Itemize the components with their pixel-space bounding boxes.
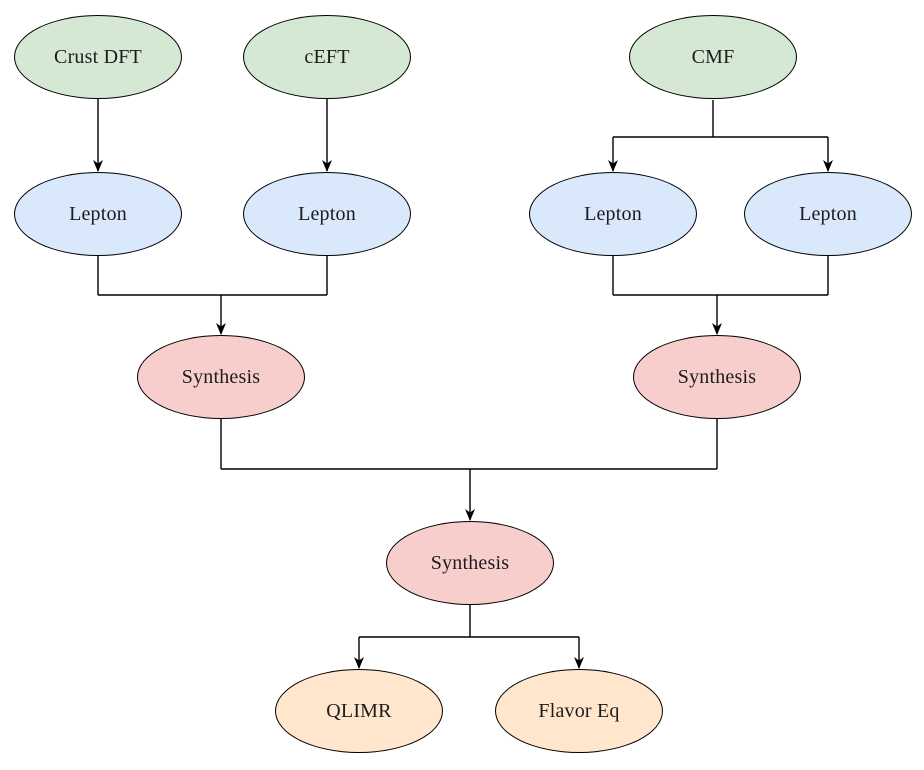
node-cmf: CMF: [629, 15, 797, 99]
node-label: Synthesis: [677, 365, 757, 388]
edge-syntheses-to-synthesis-center: [220, 419, 718, 521]
node-label: Crust DFT: [54, 45, 142, 68]
node-label: Lepton: [298, 202, 356, 225]
node-label: Lepton: [799, 202, 857, 225]
node-qlimr: QLIMR: [275, 669, 443, 753]
node-flavor-eq: Flavor Eq: [495, 669, 663, 753]
node-lepton-2: Lepton: [243, 172, 411, 256]
node-synthesis-center: Synthesis: [386, 521, 554, 605]
node-synthesis-right: Synthesis: [633, 335, 801, 419]
node-label: CMF: [691, 45, 735, 68]
node-label: Synthesis: [181, 365, 261, 388]
node-synthesis-left: Synthesis: [137, 335, 305, 419]
node-lepton-3: Lepton: [529, 172, 697, 256]
node-ceft: cEFT: [243, 15, 411, 99]
node-crust-dft: Crust DFT: [14, 15, 182, 99]
node-label: Synthesis: [430, 551, 510, 574]
node-label: cEFT: [304, 45, 350, 68]
node-label: QLIMR: [326, 699, 392, 722]
node-label: Lepton: [69, 202, 127, 225]
edge-cmf-to-leptons: [608, 100, 833, 172]
node-lepton-4: Lepton: [744, 172, 912, 256]
node-label: Lepton: [584, 202, 642, 225]
edge-leptons-to-synthesis-left: [97, 256, 328, 335]
node-label: Flavor Eq: [538, 699, 620, 722]
edge-synthesis-center-to-outputs: [354, 605, 584, 669]
node-lepton-1: Lepton: [14, 172, 182, 256]
edge-leptons-to-synthesis-right: [612, 256, 829, 335]
